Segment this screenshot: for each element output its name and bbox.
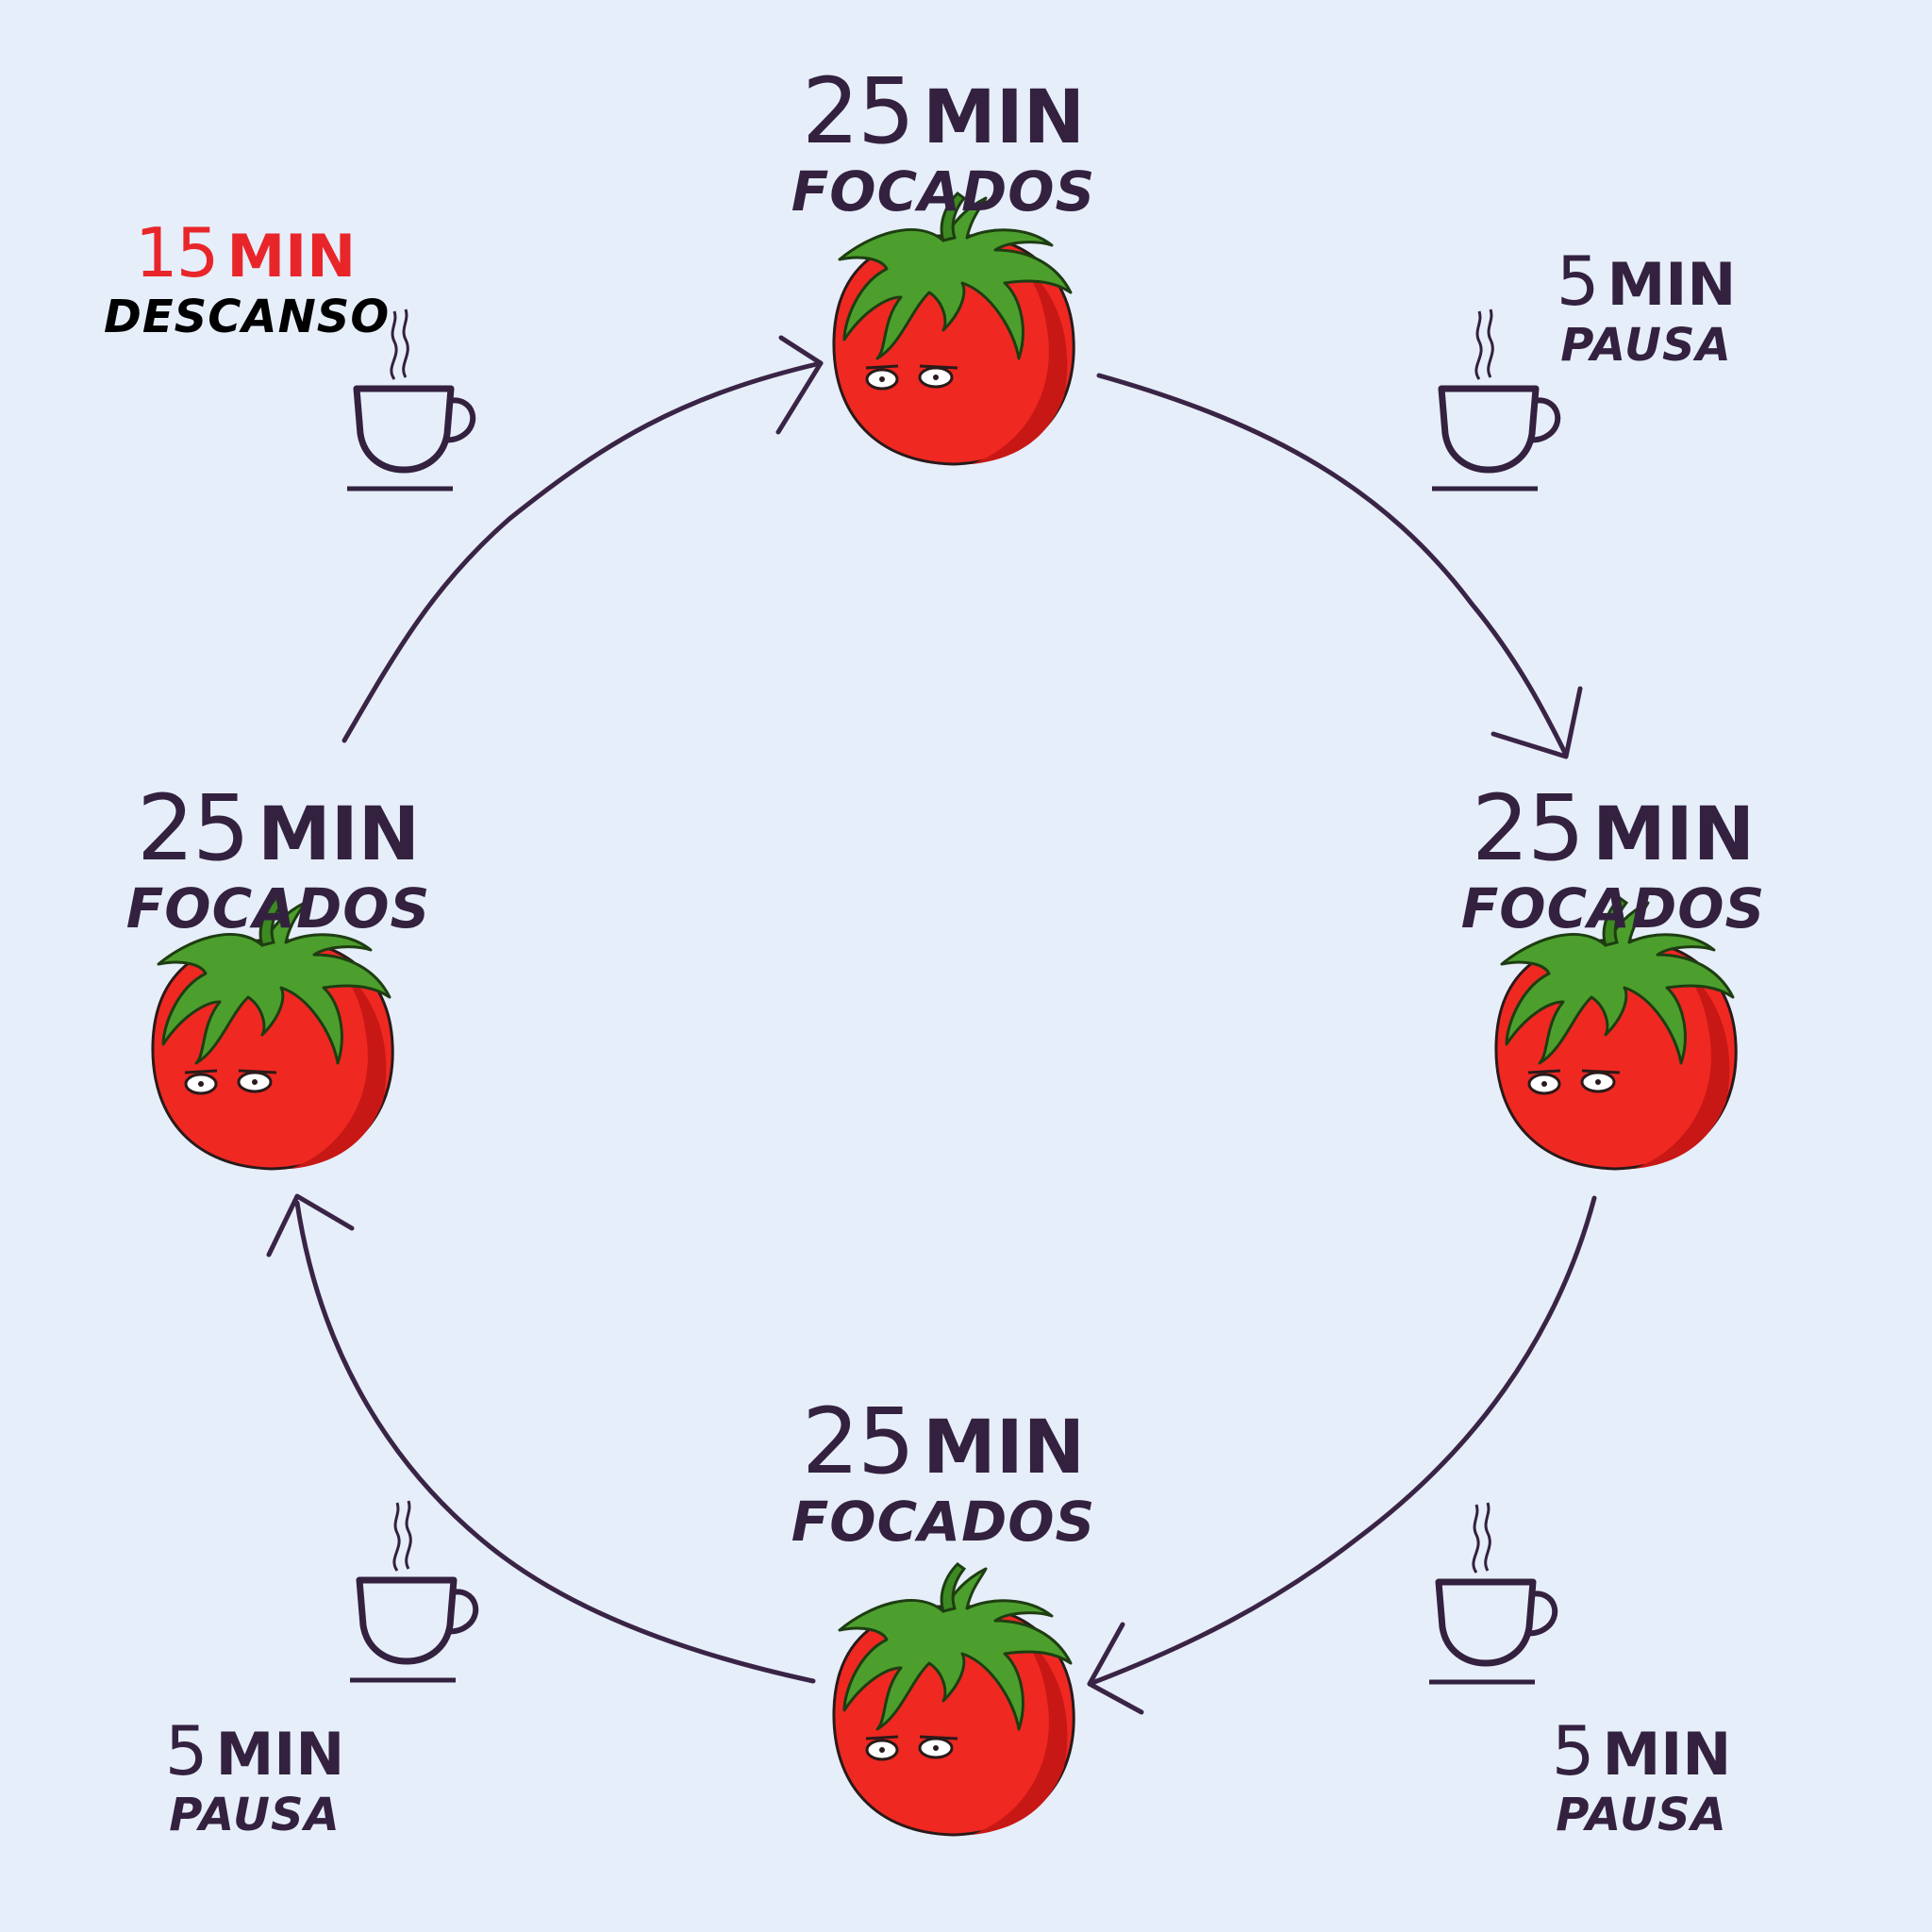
break-caption: PAUSA <box>169 1789 341 1841</box>
focus-unit: MIN <box>923 1406 1086 1491</box>
focus-time: 25 <box>1471 775 1585 881</box>
long-rest-time: 15 <box>134 213 220 292</box>
arrow-icon <box>1087 1195 1597 1687</box>
tomato-icon <box>832 192 1075 466</box>
break-caption: PAUSA <box>1560 319 1732 372</box>
arrow-icon <box>294 1200 816 1684</box>
break-time: 5 <box>1551 1711 1595 1790</box>
break-time: 5 <box>1556 242 1600 321</box>
long-rest-unit: MIN <box>226 222 357 291</box>
arrowhead-icon <box>266 1193 355 1257</box>
break-unit: MIN <box>1602 1720 1732 1789</box>
focus-caption: FOCADOS <box>125 876 431 941</box>
focus-unit: MIN <box>923 75 1086 160</box>
focus-caption: FOCADOS <box>1460 876 1766 941</box>
arrowhead-icon <box>1087 1622 1144 1715</box>
focus-caption: FOCADOS <box>791 1490 1096 1554</box>
arrowhead-icon <box>1491 686 1583 759</box>
focus-unit: MIN <box>258 792 421 877</box>
break-caption: PAUSA <box>1556 1789 1727 1841</box>
long-rest-caption: DESCANSO <box>104 291 391 343</box>
break-unit: MIN <box>1607 250 1737 319</box>
arrow-icon <box>341 360 824 743</box>
focus-time: 25 <box>801 58 915 164</box>
coffee-cup-icon <box>1429 1503 1555 1682</box>
flow-arrows <box>266 335 1597 1715</box>
break-time: 5 <box>164 1711 208 1790</box>
focus-caption: FOCADOS <box>791 159 1096 224</box>
coffee-cup-icon <box>350 1501 475 1680</box>
arrowhead-icon <box>775 335 824 435</box>
break-unit: MIN <box>215 1720 345 1789</box>
focus-time: 25 <box>136 775 250 881</box>
arrow-icon <box>1096 373 1569 758</box>
tomato-icon <box>832 1562 1075 1837</box>
focus-unit: MIN <box>1592 792 1756 877</box>
focus-time: 25 <box>801 1389 915 1494</box>
